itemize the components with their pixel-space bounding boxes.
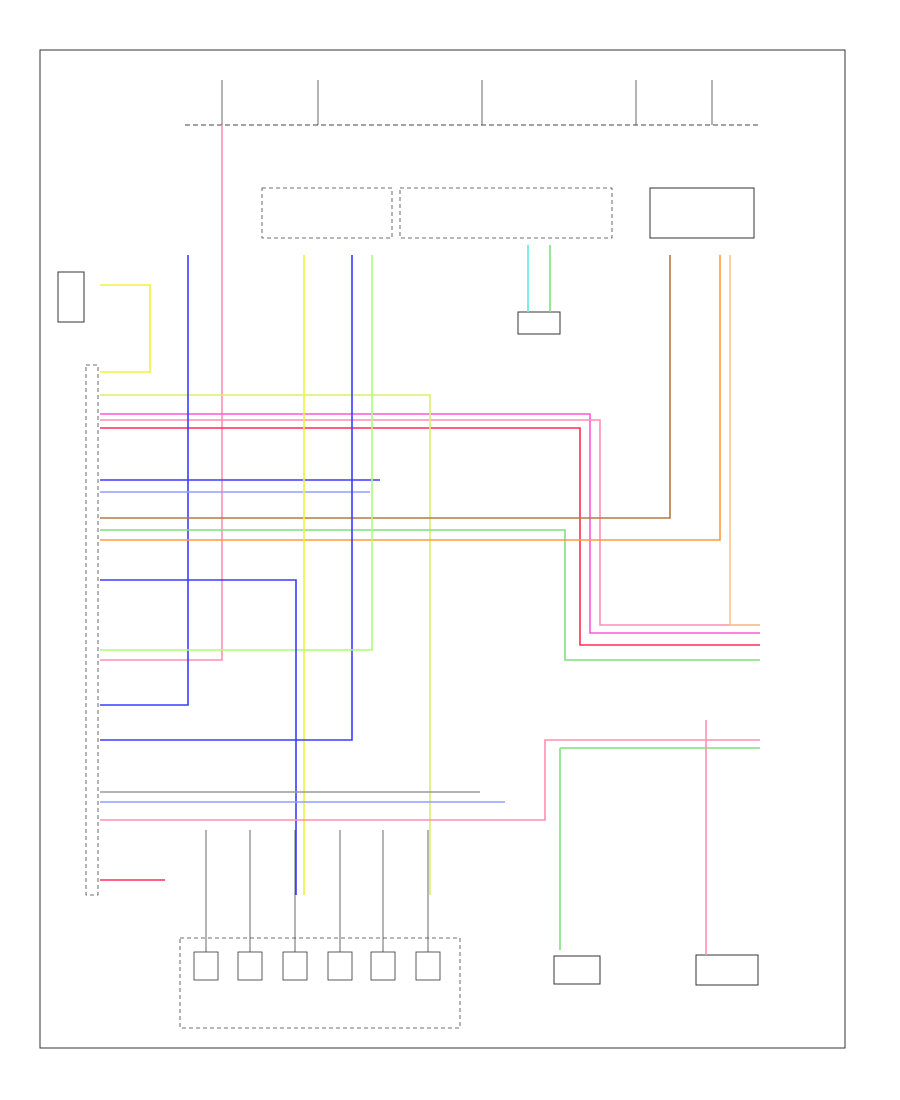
wire-12 bbox=[100, 255, 671, 519]
wire-7 bbox=[100, 255, 189, 706]
wire-11 bbox=[100, 255, 721, 541]
wire-16 bbox=[100, 579, 297, 895]
wire-15 bbox=[100, 255, 373, 651]
ecm-connector-strip bbox=[85, 364, 99, 896]
wire-5 bbox=[100, 394, 431, 895]
solenoid-2 bbox=[237, 951, 263, 981]
throttle-sensor-box bbox=[695, 954, 759, 986]
overdrive-relay-box bbox=[649, 187, 755, 239]
pressure-switch-box bbox=[517, 311, 561, 335]
wire-harness bbox=[100, 125, 760, 955]
wire-4 bbox=[100, 419, 760, 626]
wire-14 bbox=[100, 255, 353, 741]
solenoid-group bbox=[193, 830, 441, 981]
wire-10 bbox=[100, 529, 760, 661]
wire-22 bbox=[559, 747, 760, 950]
diagnostic-connector-box bbox=[57, 271, 85, 323]
wire-3 bbox=[100, 427, 760, 646]
wire-2 bbox=[100, 413, 760, 634]
transmission-range-switch-box bbox=[261, 187, 393, 239]
shift-selector-box bbox=[399, 187, 613, 239]
solenoid-3 bbox=[282, 951, 308, 981]
solenoid-4 bbox=[327, 951, 353, 981]
solenoid-assembly-box bbox=[179, 937, 461, 1029]
diagram-border bbox=[39, 49, 846, 1049]
solenoid-1 bbox=[193, 951, 219, 981]
wire-19 bbox=[100, 739, 760, 821]
solenoid-6 bbox=[415, 951, 441, 981]
solenoid-5 bbox=[370, 951, 396, 981]
wire-1 bbox=[100, 125, 223, 661]
wire-6 bbox=[100, 284, 151, 373]
speed-sensor-box bbox=[553, 955, 601, 985]
wire-24 bbox=[729, 255, 760, 626]
fuse-group bbox=[221, 80, 713, 125]
